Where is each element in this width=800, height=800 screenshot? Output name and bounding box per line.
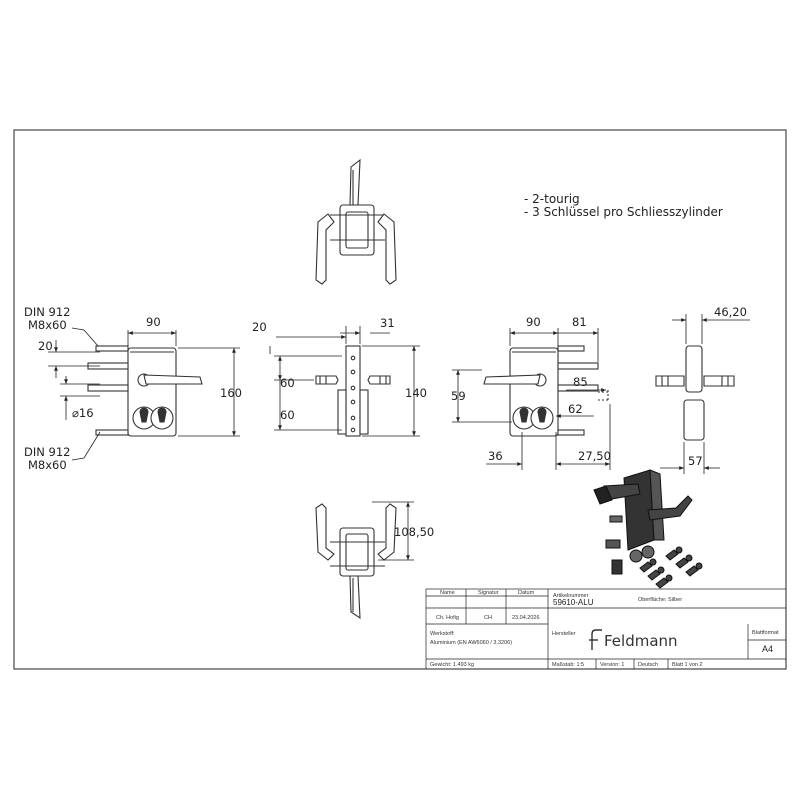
tb-werkstoff-label: Werkstoff: bbox=[430, 631, 455, 637]
din-bottom-line2: M8x60 bbox=[28, 458, 67, 472]
dim-right-90: 90 bbox=[526, 315, 541, 329]
far-right-side-view bbox=[655, 345, 735, 441]
left-front-view bbox=[87, 345, 203, 437]
far-right-dimensions bbox=[660, 314, 750, 474]
dim-right-36: 36 bbox=[488, 449, 503, 463]
bottom-dimensions bbox=[372, 501, 414, 561]
side-view bbox=[315, 345, 391, 437]
right-front-view bbox=[483, 345, 610, 437]
dim-bottom-108-50: 108,50 bbox=[394, 525, 434, 539]
dim-left-diameter: ⌀16 bbox=[72, 406, 94, 420]
tb-massstab: Maßstab: 1:5 bbox=[552, 662, 584, 668]
dim-side-20: 20 bbox=[252, 320, 267, 334]
tb-version: Version: 1 bbox=[600, 662, 624, 668]
tb-blattformat-label: Blattformat bbox=[752, 630, 779, 636]
left-dimensions bbox=[48, 327, 240, 461]
dim-right-81: 81 bbox=[572, 315, 587, 329]
din-top-line2: M8x60 bbox=[28, 318, 67, 332]
dim-left-height: 160 bbox=[220, 386, 242, 400]
tb-oberflaeche: Oberfläche: Silber bbox=[638, 597, 682, 603]
dim-right-59: 59 bbox=[451, 389, 466, 403]
dim-left-width: 90 bbox=[146, 315, 161, 329]
side-dimensions bbox=[269, 326, 420, 437]
tb-col-datum: Datum bbox=[518, 590, 535, 596]
tb-logo-text: Feldmann bbox=[604, 632, 678, 650]
tb-blattformat-value: A4 bbox=[762, 644, 773, 654]
dim-far-46-20: 46,20 bbox=[714, 305, 747, 319]
tb-col-name: Name bbox=[440, 590, 455, 596]
right-dimensions bbox=[452, 328, 611, 470]
tb-artikelnummer-label: Artikelnummer bbox=[553, 593, 589, 599]
dim-right-27-50: 27,50 bbox=[578, 449, 611, 463]
tb-hersteller-label: Hersteller bbox=[552, 631, 576, 637]
dim-right-85: 85 bbox=[573, 375, 588, 389]
din-bottom-line1: DIN 912 bbox=[24, 445, 70, 459]
tb-blatt: Blatt 1 von 2 bbox=[672, 662, 703, 668]
dim-side-60b: 60 bbox=[280, 408, 295, 422]
dim-side-31: 31 bbox=[380, 316, 395, 330]
tb-col-signatur: Signatur bbox=[478, 590, 499, 596]
title-block bbox=[425, 588, 787, 670]
feldmann-logo-icon bbox=[589, 629, 602, 650]
dim-right-62: 62 bbox=[568, 402, 583, 416]
dim-side-60a: 60 bbox=[280, 376, 295, 390]
isometric-view bbox=[593, 469, 703, 589]
tb-signatur-value: CH bbox=[484, 615, 492, 621]
bottom-view bbox=[315, 503, 397, 620]
tb-sprache: Deutsch bbox=[638, 662, 658, 668]
top-view bbox=[315, 158, 397, 285]
note-line-2: - 3 Schlüssel pro Schliesszylinder bbox=[524, 205, 723, 219]
din-top-line1: DIN 912 bbox=[24, 305, 70, 319]
tb-artikelnummer-value: 59610-ALU bbox=[553, 598, 594, 607]
note-line-1: - 2-tourig bbox=[524, 192, 580, 206]
drawing-frame bbox=[13, 129, 787, 670]
dim-far-57: 57 bbox=[688, 454, 703, 468]
tb-gewicht: Gewicht: 1.493 kg bbox=[430, 662, 474, 668]
dim-left-20: 20 bbox=[38, 339, 53, 353]
tb-werkstoff-value: Aluminium (EN AW6060 / 3.3206) bbox=[430, 640, 512, 646]
tb-datum-value: 23.04.2026 bbox=[512, 615, 540, 621]
tb-name-value: Ch. Hofig bbox=[436, 615, 459, 621]
dim-side-140: 140 bbox=[405, 386, 427, 400]
